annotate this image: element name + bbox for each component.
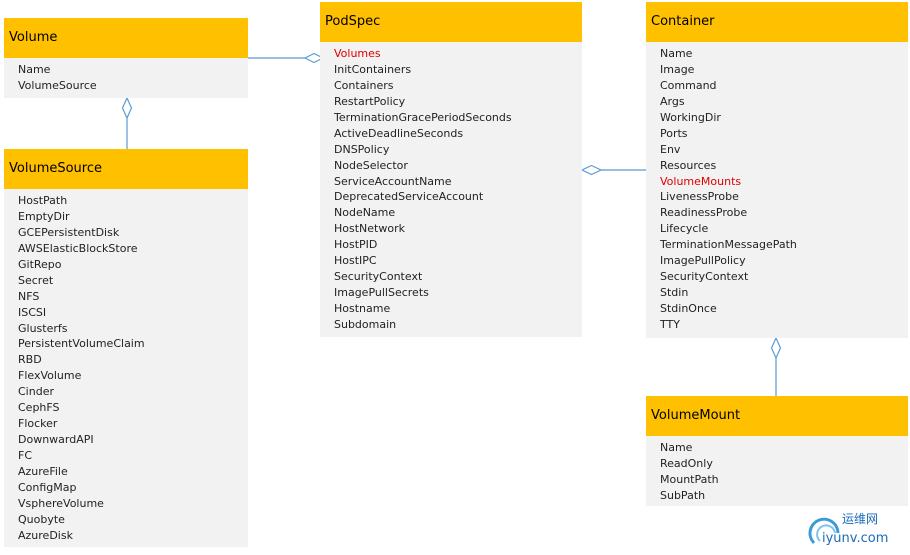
container-field: StdinOnce	[660, 302, 717, 315]
podspec-field: HostPID	[334, 238, 378, 252]
container-field: Ports	[660, 126, 688, 140]
podspec-field: Containers	[334, 78, 394, 92]
podspec-field: DNSPolicy	[334, 142, 390, 156]
volumesource-field: DownwardAPI	[18, 433, 94, 447]
volumesource-field: ConfigMap	[18, 480, 77, 494]
podspec-title: PodSpec	[320, 2, 582, 42]
watermark-swirl-icon	[808, 517, 840, 545]
volumesource-field: PersistentVolumeClaim	[18, 337, 145, 351]
watermark-text-domain: iyunv.com	[822, 531, 889, 546]
podspec-field: NodeSelector	[334, 158, 408, 172]
volume-field: Name	[18, 63, 51, 76]
podspec-field: Subdomain	[334, 317, 397, 331]
volumesource-title: VolumeSource	[4, 149, 248, 189]
aggregation-diamond-podspec-containers	[580, 164, 603, 176]
volumesource-field: NFS	[18, 289, 40, 303]
aggregation-diamond-container	[770, 336, 782, 360]
volumesource-field: AzureDisk	[18, 528, 73, 542]
container-field: ImagePullPolicy	[660, 254, 746, 268]
container-field: Command	[660, 78, 717, 92]
watermark-text-cn: 运维网	[842, 512, 879, 526]
podspec-field: HostIPC	[334, 254, 377, 268]
aggregation-diamond-volume	[121, 96, 133, 120]
container-field: Resources	[660, 158, 717, 172]
volumesource-field: GCEPersistentDisk	[18, 225, 120, 239]
volume-field: VolumeSource	[18, 78, 97, 92]
volumesource-field: AWSElasticBlockStore	[18, 241, 138, 255]
podspec-field: DeprecatedServiceAccount	[334, 190, 484, 204]
podspec-field: ServiceAccountName	[334, 174, 452, 188]
container-title: Container	[646, 2, 908, 42]
podspec-field: ImagePullSecrets	[334, 286, 429, 300]
volumemount-field: Name	[660, 441, 693, 454]
container-field: LivenessProbe	[660, 190, 739, 204]
volumesource-field: RBD	[18, 353, 42, 367]
container-field: SecurityContext	[660, 270, 749, 284]
container-field: Env	[660, 142, 681, 156]
volumesource-field: Flocker	[18, 417, 58, 431]
volumesource-field: HostPath	[18, 194, 68, 207]
container-field: Name	[660, 47, 693, 60]
volumesource-field: VsphereVolume	[18, 496, 104, 510]
volumesource-field: GitRepo	[18, 257, 62, 271]
volumesource-field: EmptyDir	[18, 209, 70, 223]
container-field: Lifecycle	[660, 222, 709, 236]
podspec-field: HostNetwork	[334, 222, 405, 236]
volumemount-field: ReadOnly	[660, 456, 713, 470]
container-field: TerminationMessagePath	[660, 238, 797, 252]
podspec-field: RestartPolicy	[334, 94, 406, 108]
podspec-field: InitContainers	[334, 62, 412, 76]
container-field: TTY	[660, 317, 680, 331]
podspec-field: SecurityContext	[334, 270, 423, 284]
volumemount-title: VolumeMount	[646, 396, 908, 436]
volumemount-field: SubPath	[660, 488, 706, 502]
volumesource-field: FlexVolume	[18, 369, 82, 383]
podspec-field: Hostname	[334, 302, 391, 315]
volumesource-field: AzureFile	[18, 464, 68, 478]
podspec-field: Volumes	[334, 47, 381, 60]
container-field: Stdin	[660, 286, 689, 300]
podspec-field: NodeName	[334, 206, 396, 220]
container-field: ReadinessProbe	[660, 206, 748, 220]
volumesource-field: Cinder	[18, 385, 54, 399]
container-field: Args	[660, 94, 685, 108]
volumesource-field: ISCSI	[18, 305, 47, 319]
container-field: VolumeMounts	[660, 174, 742, 188]
volumesource-field: FC	[18, 449, 33, 462]
container-field: WorkingDir	[660, 110, 721, 124]
volumemount-field: MountPath	[660, 472, 719, 486]
volumesource-field: Quobyte	[18, 512, 65, 526]
watermark-logo: 运维网 iyunv.com	[808, 503, 908, 555]
container-field: Image	[660, 62, 695, 76]
volumesource-field: CephFS	[18, 401, 60, 415]
volumesource-field: Glusterfs	[18, 321, 68, 335]
volumesource-field: Secret	[18, 273, 54, 287]
podspec-field: ActiveDeadlineSeconds	[334, 126, 464, 140]
volume-title: Volume	[4, 18, 248, 58]
podspec-field: TerminationGracePeriodSeconds	[334, 110, 512, 124]
